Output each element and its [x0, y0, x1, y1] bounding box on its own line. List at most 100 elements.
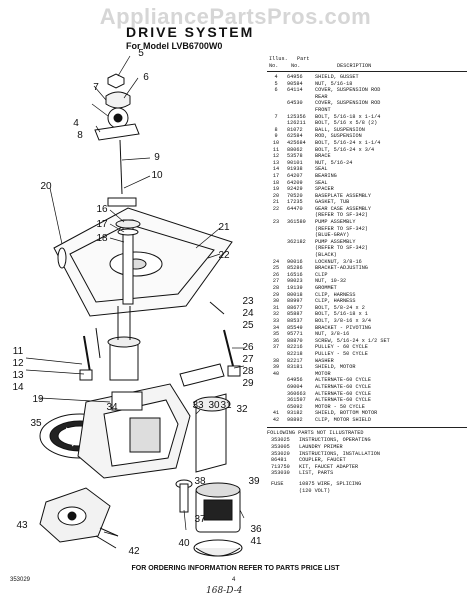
- callout-41: 41: [250, 536, 262, 547]
- header-part-line2: No.: [291, 63, 301, 69]
- callout-16: 16: [96, 204, 108, 215]
- part-number: 80018: [287, 291, 303, 298]
- parts-row: 4 64956 SHIELD, GUSSET: [267, 74, 467, 81]
- part-number: 64956: [287, 74, 303, 80]
- part-description: ALTERNATE-60 CYCLE: [315, 397, 372, 404]
- part-description: BOLT, 3/8-16 x 3/4: [315, 317, 372, 324]
- part-description: LIST, PARTS: [299, 470, 334, 477]
- callout-19: 19: [32, 394, 44, 405]
- callout-6: 6: [143, 72, 149, 83]
- part-description: CLIP, MOTOR SHIELD: [315, 416, 372, 423]
- page-number: 4: [232, 577, 236, 583]
- suspension-rod-line: [119, 139, 123, 195]
- illus-number: 9: [274, 133, 278, 140]
- part-number: 93182: [287, 410, 303, 417]
- part-description: BALL, SUSPENSION: [315, 126, 365, 133]
- part-number: 88870: [287, 337, 303, 344]
- part-description: MOTOR: [315, 370, 331, 377]
- part-description: SEAL: [315, 179, 328, 186]
- part-description: SEAL: [315, 166, 328, 173]
- illus-number: 35: [272, 331, 280, 338]
- callout-22: 22: [218, 250, 230, 261]
- part-description: SHIELD, GUSSET: [315, 74, 359, 80]
- illus-number: 17: [272, 172, 280, 179]
- illus-number: 26: [272, 271, 280, 278]
- callout-11: 11: [12, 346, 24, 357]
- part-number: 713750: [271, 463, 290, 470]
- part-number: 82218: [287, 350, 303, 357]
- callout-42: 42: [128, 546, 140, 557]
- illus-number: 41: [272, 410, 280, 417]
- callout-20: 20: [40, 181, 52, 192]
- part-description: CLIP, HARNESS: [315, 298, 356, 305]
- illus-number: 33: [272, 317, 280, 324]
- illus-number: 20: [272, 192, 280, 199]
- header-illus-line1: Illus.: [269, 56, 288, 62]
- illus-number: 4: [274, 74, 278, 80]
- part-number: 64530: [287, 100, 303, 107]
- part-number: 353020: [271, 450, 290, 457]
- nut-part: [107, 73, 125, 89]
- part-description: ROD, SUSPENSION: [315, 133, 362, 140]
- illus-number: 29: [272, 291, 280, 298]
- part-number: 16516: [287, 271, 303, 278]
- part-description: CLIP, HARNESS: [315, 291, 356, 298]
- part-number: 126211: [287, 120, 306, 127]
- part-description: NUT, 10-32: [315, 278, 347, 285]
- fuse-row: FUSE 10875 WIRE, SPLICING (120 VOLT): [267, 481, 467, 495]
- part-number: 361597: [287, 397, 306, 404]
- part-description: ALTERNATE-60 CYCLE: [315, 377, 372, 384]
- illus-number: 37: [272, 344, 280, 351]
- part-description: BOLT, 5/16-24 x 1-1/4: [315, 139, 381, 146]
- part-number: 64209: [287, 179, 303, 186]
- callout-14: 14: [12, 382, 24, 393]
- part-description: BRACE: [315, 153, 331, 160]
- callout-21: 21: [218, 222, 230, 233]
- part-number: 90016: [287, 258, 303, 265]
- illus-number: 36: [272, 337, 280, 344]
- part-number: 86481: [271, 457, 287, 464]
- parts-row: 361597 ALTERNATE-60 CYCLE: [267, 397, 467, 404]
- part-description: MOTOR - 50 CYCLE: [315, 403, 365, 410]
- illus-number: 6: [274, 87, 278, 94]
- parts-row: (REFER TO SF-342): [267, 212, 467, 219]
- callout-33: 33: [192, 400, 204, 411]
- part-description: NUT, 3/8-16: [315, 331, 350, 338]
- ordering-note: FOR ORDERING INFORMATION REFER TO PARTS …: [131, 565, 340, 572]
- illus-number: 39: [272, 364, 280, 371]
- illus-number: 40: [272, 370, 280, 377]
- part-description: PULLEY - 60 CYCLE: [315, 344, 368, 351]
- callout-17: 17: [96, 219, 108, 230]
- part-description: CLIP: [315, 271, 328, 278]
- callout-25: 25: [242, 320, 254, 331]
- part-description: BOLT, 5/8-24 x 2: [315, 304, 365, 311]
- part-description: BOLT, 5/16-24 x 3/4: [315, 146, 375, 153]
- part-description: COUPLER, FAUCET: [299, 457, 346, 464]
- illus-number: 23: [272, 219, 280, 226]
- part-description: COVER, SUSPENSION ROD: [315, 87, 381, 94]
- part-number: 91938: [287, 166, 303, 173]
- watermark: AppliancePartsPros.com: [99, 4, 372, 29]
- part-description: BRACKET-ADJUSTING: [315, 265, 368, 272]
- part-number: 88537: [287, 317, 303, 324]
- part-number: 85286: [287, 265, 303, 272]
- part-number: 19139: [287, 285, 303, 291]
- illus-number: 13: [272, 159, 280, 166]
- illus-number: 34: [272, 324, 280, 331]
- illus-number: 8: [274, 126, 278, 133]
